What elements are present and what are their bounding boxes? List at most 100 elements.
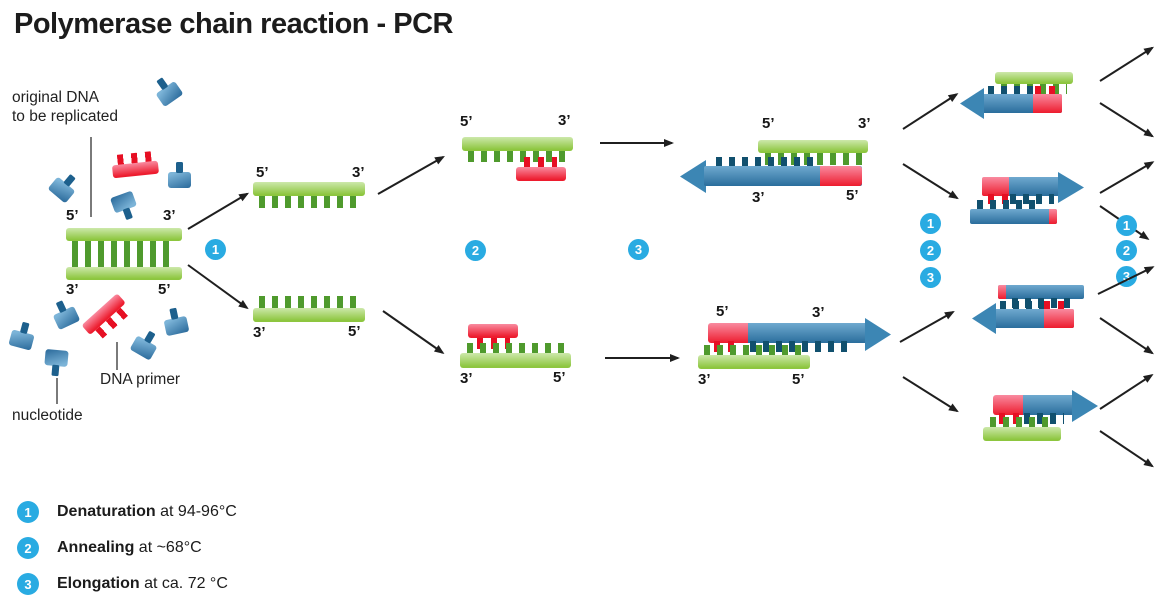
prime-label: 3’: [558, 112, 571, 129]
elongation-arrowhead-icon: [1072, 390, 1098, 422]
step-badge-1: 1: [920, 213, 941, 234]
prime-label: 5’: [553, 369, 566, 386]
dna-strand-teeth: [72, 241, 176, 254]
prime-label: 5’: [716, 303, 729, 320]
flow-arrow: [1099, 161, 1154, 194]
dna-strand-bar: [983, 427, 1061, 441]
new-strand-bar: [1023, 395, 1075, 415]
legend-row-denaturation: Denaturation at 94-96°C: [57, 503, 237, 521]
prime-label: 5’: [66, 207, 79, 224]
nucleotide-label: nucleotide: [12, 407, 83, 424]
dna-strand-bar: [995, 72, 1073, 84]
flow-arrow: [605, 353, 680, 362]
primer-segment: [998, 285, 1006, 299]
nucleotide-icon: [8, 329, 35, 351]
elongation-arrowhead-icon: [680, 160, 706, 193]
flow-arrow: [902, 376, 958, 412]
original-dna-leader-line: [90, 137, 92, 217]
primer-segment: [1049, 209, 1057, 224]
legend-step-detail: at 94-96°C: [160, 503, 237, 520]
prime-label: 3’: [460, 370, 473, 387]
flow-arrow: [187, 264, 248, 309]
nucleotide-icon: [155, 80, 184, 108]
original-dna-label-line1: original DNA: [12, 89, 100, 106]
legend-step-detail: at ca. 72 °C: [144, 575, 228, 592]
flow-arrow: [1099, 102, 1153, 138]
step-badge-2: 2: [465, 240, 486, 261]
original-dna-label: original DNA to be replicated: [12, 88, 118, 126]
step-badge-3: 3: [920, 267, 941, 288]
dna-strand-teeth: [468, 151, 567, 162]
primer-segment: [820, 166, 862, 186]
dna-strand-teeth: [704, 345, 804, 356]
dna-strand-bar: [66, 228, 182, 241]
prime-label: 3’: [352, 164, 365, 181]
legend-row-elongation: Elongation at ca. 72 °C: [57, 575, 228, 593]
prime-label: 5’: [460, 113, 473, 130]
prime-label: 3’: [812, 304, 825, 321]
primer-teeth: [988, 194, 1009, 204]
prime-label: 5’: [158, 281, 171, 298]
legend-step-name: Denaturation: [57, 503, 156, 520]
legend-step-name: Annealing: [57, 539, 135, 556]
nucleotide-icon: [168, 162, 191, 188]
prime-label: 5’: [762, 115, 775, 132]
dna-strand-teeth: [990, 417, 1054, 428]
primer-segment: [982, 177, 1009, 196]
dna-strand-bar: [66, 267, 182, 280]
prime-label: 3’: [163, 207, 176, 224]
nucleotide-leader-line: [56, 378, 58, 404]
flow-arrow: [382, 310, 444, 354]
elongation-arrowhead-icon: [865, 318, 891, 351]
nucleotide-icon: [44, 349, 69, 367]
new-strand-teeth: [988, 86, 1034, 96]
flow-arrow: [1099, 46, 1153, 82]
new-strand-bar: [970, 209, 1057, 224]
prime-label: 5’: [792, 371, 805, 388]
primer-bar: [516, 167, 566, 181]
legend-step-name: Elongation: [57, 575, 140, 592]
flow-arrow: [902, 163, 958, 199]
new-strand-bar: [748, 323, 865, 343]
prime-label: 3’: [698, 371, 711, 388]
dna-primer-label: DNA primer: [100, 371, 181, 388]
nucleotide-icon: [163, 315, 190, 337]
legend-row-annealing: Annealing at ~68°C: [57, 539, 202, 557]
step-badge-2: 2: [1116, 240, 1137, 261]
dna-strand-bar: [253, 308, 365, 322]
prime-label: 3’: [752, 189, 765, 206]
nucleotide-icon: [109, 190, 138, 214]
prime-label: 5’: [256, 164, 269, 181]
dna-primer-leader-line: [116, 342, 118, 370]
primer-teeth: [1035, 86, 1055, 96]
dna-strand-bar: [462, 137, 573, 151]
dna-strand-teeth: [467, 343, 566, 354]
primer-segment: [708, 323, 748, 343]
prime-label: 3’: [66, 281, 79, 298]
prime-label: 5’: [846, 187, 859, 204]
dna-strand-bar: [460, 353, 571, 368]
prime-label: 3’: [253, 324, 266, 341]
flow-arrow: [377, 156, 444, 195]
original-dna-label-line2: to be replicated: [12, 108, 118, 125]
step-badge-1: 1: [1116, 215, 1137, 236]
legend-step-detail: at ~68°C: [138, 539, 202, 556]
flow-arrow: [600, 138, 674, 147]
primer-bar: [468, 324, 518, 338]
flow-arrow: [1099, 430, 1153, 467]
new-strand-bar: [1009, 177, 1061, 196]
primer-segment: [1044, 309, 1074, 328]
dna-strand-teeth: [72, 254, 176, 267]
dna-strand-teeth: [1001, 84, 1067, 94]
nucleotide-icon: [47, 176, 76, 204]
legend-badge-3: 3: [17, 573, 39, 595]
legend-badge-2: 2: [17, 537, 39, 559]
new-strand-teeth: [716, 157, 820, 167]
primer-segment: [993, 395, 1023, 415]
prime-label: 3’: [858, 115, 871, 132]
dna-strand-bar: [698, 355, 810, 369]
elongation-arrowhead-icon: [1058, 172, 1084, 203]
step-badge-1: 1: [205, 239, 226, 260]
step-badge-2: 2: [920, 240, 941, 261]
